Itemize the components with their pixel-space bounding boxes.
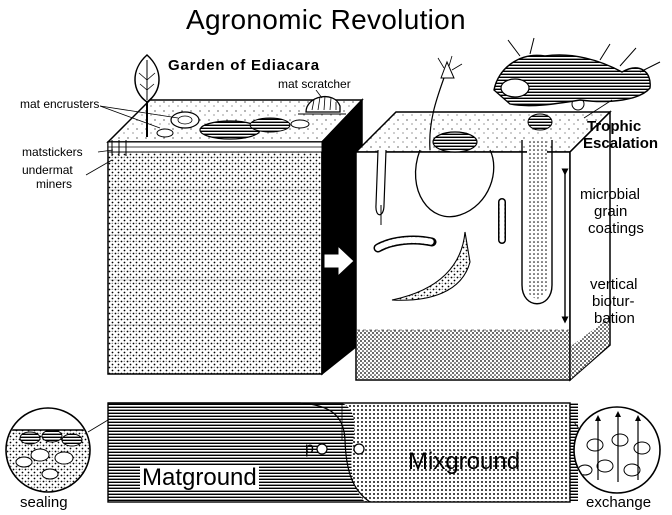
garden-of-ediacara-title: Garden of Ediacara bbox=[168, 57, 320, 74]
exchange-inset bbox=[573, 406, 661, 494]
diagram-title: Agronomic Revolution bbox=[186, 4, 466, 35]
frond-organism bbox=[134, 53, 160, 137]
burrows bbox=[373, 140, 553, 305]
sealing-inset bbox=[5, 407, 109, 493]
left-label-leaders bbox=[85, 89, 323, 176]
label-coatings: coatings bbox=[588, 220, 644, 237]
label-matstickers: matstickers bbox=[22, 145, 83, 159]
right-block-side bbox=[569, 110, 611, 382]
label-trophic: Trophic bbox=[587, 118, 642, 135]
label-mat-encrusters: mat encrusters bbox=[20, 97, 100, 111]
label-matground: Matground bbox=[140, 464, 259, 491]
label-biotur: biotur- bbox=[592, 293, 635, 310]
label-mixground: Mixground bbox=[408, 448, 521, 475]
label-po: p bbox=[305, 440, 314, 457]
mat-encrusters bbox=[156, 111, 310, 140]
matstickers-organisms bbox=[111, 140, 127, 156]
label-bation: bation bbox=[594, 310, 635, 327]
label-mat-scratcher: mat scratcher bbox=[276, 77, 353, 91]
label-sealing: sealing bbox=[20, 494, 68, 511]
po-marker bbox=[316, 443, 328, 455]
trophic-organisms bbox=[429, 37, 661, 153]
transition-arrow bbox=[323, 244, 355, 278]
label-miners: miners bbox=[36, 177, 73, 191]
bottom-sediment-band bbox=[107, 402, 578, 503]
label-exchange: exchange bbox=[586, 494, 652, 511]
mat-surface-right bbox=[354, 111, 612, 153]
mat-scratcher-organism bbox=[298, 95, 346, 115]
label-undermat: undermat bbox=[22, 163, 73, 177]
mixground-zone bbox=[342, 403, 570, 502]
label-vertical: vertical bbox=[590, 276, 638, 293]
label-escalation: Escalation bbox=[583, 135, 659, 152]
label-microbial: microbial bbox=[580, 186, 641, 203]
label-grain: grain bbox=[594, 203, 628, 220]
left-block-front bbox=[107, 141, 323, 375]
matground-block bbox=[106, 98, 364, 376]
